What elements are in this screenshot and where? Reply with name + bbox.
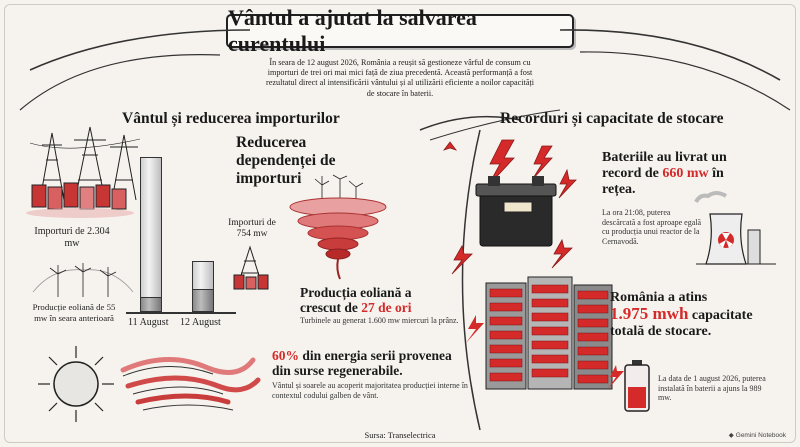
- capacity-post: totală de stocare.: [610, 324, 712, 339]
- bar-12-base: [193, 289, 213, 311]
- storage-rack-icon: [466, 276, 624, 390]
- wind-growth: Producția eoliană a crescut de 27 de ori: [300, 285, 440, 315]
- wind-label-11: Producție eoliană de 55 mw în seara ante…: [32, 302, 116, 323]
- record-note: La ora 21:08, puterea descărcată a fost …: [602, 208, 702, 246]
- renewables-note: Vântul și soarele au acoperit majoritate…: [272, 381, 468, 400]
- battery-level-fill: [628, 387, 646, 408]
- center-divider: [461, 129, 481, 431]
- capacity-value: 1.975 mwh: [610, 304, 689, 323]
- wind-gust-icon: [120, 357, 261, 411]
- brand-icon: ◆: [728, 432, 734, 439]
- bar-baseline: [126, 312, 236, 314]
- title-box: Vântul a ajutat la salvarea curentului: [226, 5, 574, 56]
- bar-label-11: 11 August: [128, 317, 169, 328]
- installed-note: La data de 1 august 2026, puterea instal…: [658, 374, 766, 403]
- battery-lightning-icon: [442, 139, 577, 275]
- wind-growth-pre: Producția eoliană a crescut de: [300, 285, 412, 315]
- bar-label-12: 12 August: [180, 317, 221, 328]
- renewables-statement: 60% din energia serii provenea din surse…: [272, 348, 472, 378]
- capacity-pre: România a atins: [610, 290, 708, 305]
- bar-12-august: [192, 261, 214, 312]
- wind-tornado-icon: [289, 174, 387, 280]
- battery-level-icon: [624, 360, 650, 412]
- renewables-pct: 60%: [272, 348, 299, 363]
- record-pre: Bateriile au livrat un record de: [602, 150, 727, 181]
- record-value: 660 mw: [662, 166, 709, 181]
- sub-heading: Reducerea dependenței de importuri: [236, 134, 336, 187]
- intro-text: În seara de 12 august 2026, România a re…: [265, 58, 535, 98]
- page-title: Vântul a ajutat la salvarea curentului: [228, 5, 477, 56]
- wind-farm-icon: [32, 263, 134, 297]
- brand-mark: ◆Gemini Notebook: [728, 431, 786, 440]
- sun-icon: [38, 346, 114, 422]
- wind-growth-note: Turbinele au generat 1.600 mw miercuri l…: [300, 316, 459, 325]
- bar-11-base: [141, 297, 161, 311]
- nuclear-plant-icon: [694, 191, 776, 265]
- wind-growth-value: 27 de ori: [361, 300, 412, 315]
- import-label-12: Importuri de 754 mw: [228, 218, 276, 239]
- page-frame: [4, 4, 796, 443]
- record-statement: Bateriile au livrat un record de 660 mw …: [602, 150, 732, 198]
- right-heading: Recorduri și capacitate de stocare: [500, 110, 724, 127]
- small-pylon-icon: [233, 245, 269, 290]
- capacity-mid: capacitate: [688, 308, 753, 323]
- brand-label: Gemini Notebook: [735, 431, 786, 439]
- renewables-rest: din energia serii provenea din surse reg…: [272, 348, 452, 378]
- record-post: în rețea.: [602, 166, 724, 197]
- bar-11-august: [140, 157, 162, 312]
- pylon-barrels-icon: [26, 126, 141, 218]
- source-footer: Sursa: Transelectrica: [364, 430, 436, 440]
- left-heading: Vântul și reducerea importurilor: [122, 110, 340, 127]
- capacity-statement: România a atins 1.975 mwh capacitate tot…: [610, 290, 780, 340]
- import-label-11: Importuri de 2.304 mw: [34, 226, 110, 249]
